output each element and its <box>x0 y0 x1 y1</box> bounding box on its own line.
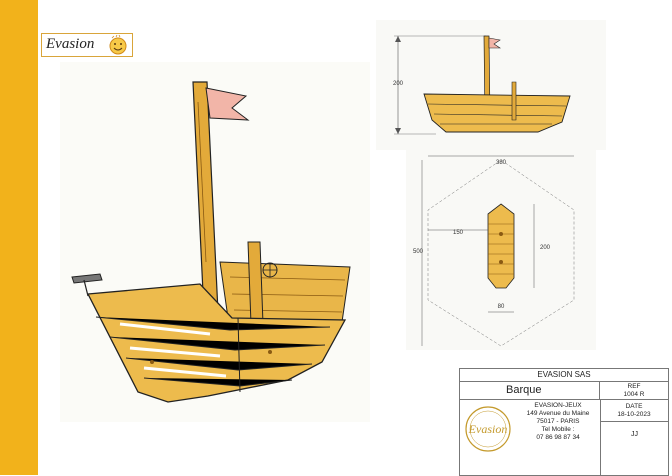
company-name: EVASION SAS <box>460 369 668 382</box>
address-line: EVASION-JEUX <box>534 402 582 409</box>
reference-cell: REF 1004 R <box>600 381 668 400</box>
top-plan-view: 380 500 150 200 80 <box>406 150 596 350</box>
svg-text:Evasion: Evasion <box>468 422 508 436</box>
smiley-face-icon <box>109 34 127 55</box>
accent-sidebar-stripe <box>0 0 38 475</box>
title-block: EVASION SAS Barque REF 1004 R DATE 18-10… <box>459 368 669 476</box>
address-line: 07 86 98 87 34 <box>536 434 580 441</box>
brand-logo: Evasion <box>41 33 133 57</box>
author-initials: JJ <box>600 422 668 475</box>
dim-inner-offset: 150 <box>453 230 464 236</box>
dim-top-width: 380 <box>496 160 507 166</box>
product-name: Barque <box>460 381 600 400</box>
date-label: DATE <box>625 403 643 410</box>
ref-label: REF <box>627 383 641 390</box>
divider <box>600 400 601 422</box>
side-elevation-view: 200 <box>376 20 606 150</box>
dim-hull-width: 80 <box>498 304 505 310</box>
address-line: 75017 - PARIS <box>536 418 580 425</box>
address-block: EVASION-JEUX 149 Avenue du Maine 75017 -… <box>517 402 599 442</box>
address-line: 149 Avenue du Maine <box>526 410 590 417</box>
logo-text: Evasion <box>46 36 95 52</box>
date-cell: DATE 18-10-2023 <box>600 400 668 422</box>
evasion-seal-logo: Evasion <box>465 406 511 452</box>
dim-hull-length: 200 <box>540 245 551 251</box>
date-value: 18-10-2023 <box>617 411 651 418</box>
boat-perspective-drawing <box>60 62 370 422</box>
ref-value: 1004 R <box>623 391 645 398</box>
address-line: Tel Mobile : <box>541 426 575 433</box>
dim-side-height: 200 <box>393 81 404 87</box>
dim-overall-length: 500 <box>413 249 424 255</box>
